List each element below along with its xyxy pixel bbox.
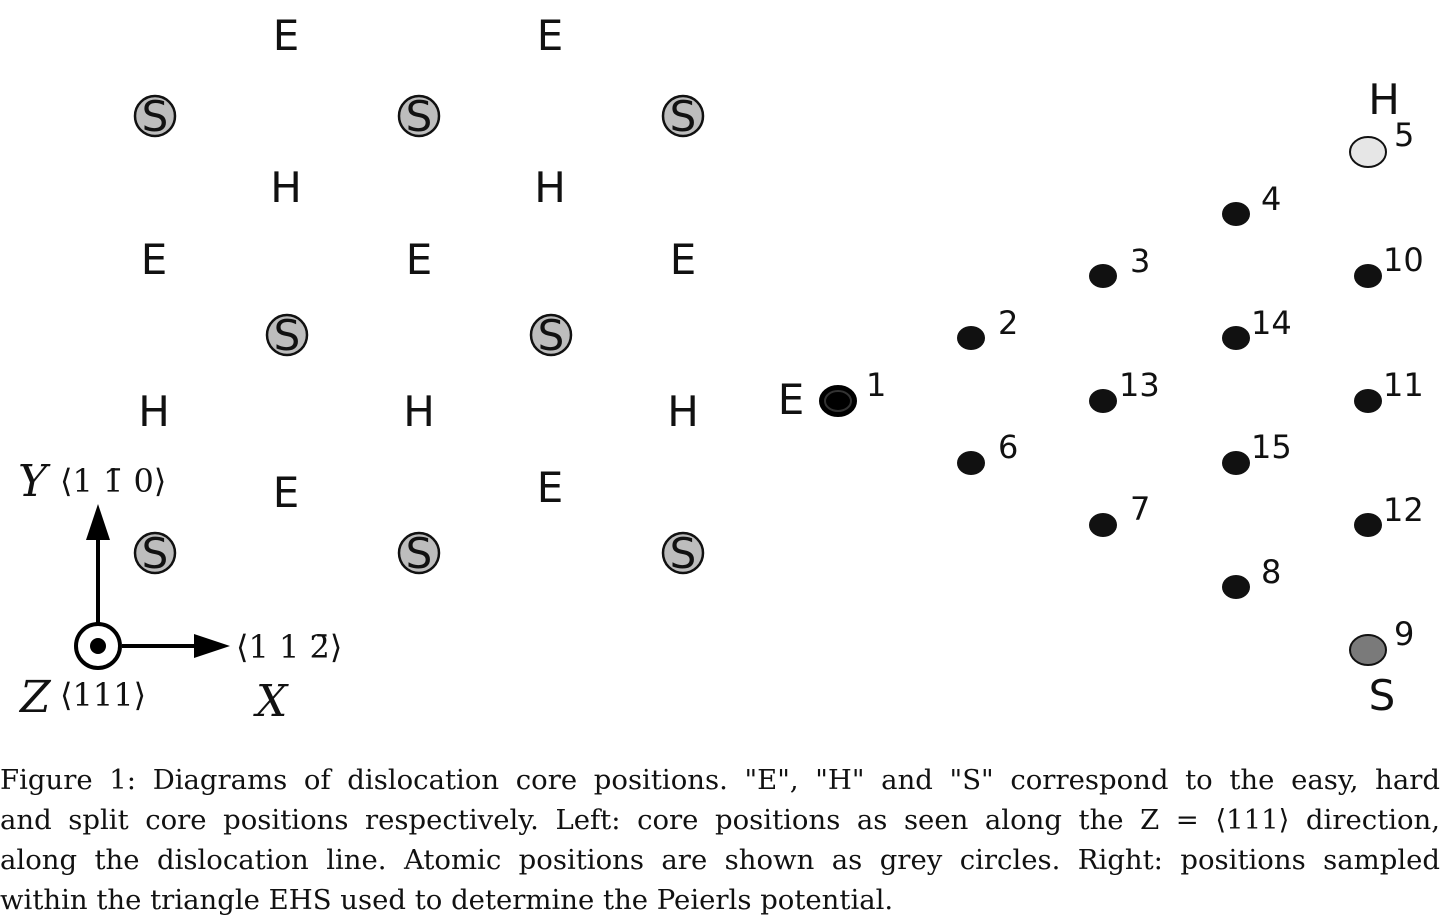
split-atom: S (133, 92, 177, 141)
caption-line: Figure 1: Diagrams of dislocation core p… (0, 764, 1440, 796)
corner-label-e: E (778, 375, 805, 424)
sample-point-label: 3 (1130, 242, 1150, 280)
y-axis-direction: ⟨1 1̄ 0⟩ (60, 462, 166, 500)
sample-point: 1 (819, 366, 886, 417)
arrow-right-icon (194, 634, 230, 658)
z-axis-direction: ⟨111⟩ (60, 676, 146, 714)
sample-point: 5 (1349, 116, 1414, 168)
sample-point: 14 (1222, 304, 1292, 350)
sample-point: 15 (1222, 428, 1292, 475)
hard-label: H (403, 387, 435, 436)
svg-text:S: S (406, 92, 433, 141)
sample-point-label: 11 (1383, 366, 1424, 404)
svg-text:S: S (670, 529, 697, 578)
sample-point-label: 13 (1119, 366, 1160, 404)
left-panel: E E E E E E E H H H H H S S S S S (18, 11, 705, 727)
axes-indicator: Y ⟨1 1̄ 0⟩ ⟨1 1 2̄⟩ X Z ⟨111⟩ (18, 456, 342, 727)
sample-point: 13 (1089, 366, 1160, 413)
sample-point-label: 9 (1394, 615, 1414, 653)
split-atom: S (265, 311, 309, 360)
sample-point-label: 5 (1394, 116, 1414, 154)
caption-line: along the dislocation line. Atomic posit… (0, 844, 1440, 876)
sample-point-label: 8 (1261, 553, 1281, 591)
sample-point: 3 (1089, 242, 1150, 288)
svg-text:S: S (142, 529, 169, 578)
sample-point-label: 1 (866, 366, 886, 404)
sample-point-label: 4 (1261, 180, 1281, 218)
figure-caption: Figure 1: Diagrams of dislocation core p… (0, 760, 1440, 920)
svg-text:S: S (274, 311, 301, 360)
caption-line: within the triangle EHS used to determin… (0, 884, 894, 916)
sample-point-label: 6 (998, 428, 1018, 466)
x-axis-direction: ⟨1 1 2̄⟩ (236, 628, 342, 666)
sample-point: 10 (1354, 241, 1424, 288)
corner-label-h: H (1368, 75, 1400, 124)
svg-text:S: S (406, 529, 433, 578)
caption-line: and split core positions respectively. L… (0, 804, 1440, 836)
easy-label: E (670, 235, 697, 284)
dislocation-figure: E E E E E E E H H H H H S S S S S (18, 11, 1424, 727)
sample-point-label: 15 (1251, 428, 1292, 466)
split-atom: S (661, 529, 705, 578)
sample-point-label: 10 (1383, 241, 1424, 279)
arrow-up-icon (86, 504, 110, 540)
hard-label: H (138, 387, 170, 436)
svg-text:S: S (142, 92, 169, 141)
svg-text:S: S (538, 311, 565, 360)
sample-point: 11 (1354, 366, 1424, 413)
sample-point: 2 (957, 304, 1018, 350)
sample-point: 9 (1349, 615, 1414, 666)
svg-text:S: S (670, 92, 697, 141)
sample-point-label: 14 (1251, 304, 1292, 342)
hard-label: H (270, 163, 302, 212)
easy-label: E (406, 235, 433, 284)
split-atom: S (397, 529, 441, 578)
split-atom: S (397, 92, 441, 141)
sample-point-label: 12 (1383, 491, 1424, 529)
hard-label: H (534, 163, 566, 212)
easy-label: E (537, 463, 564, 512)
right-panel: E H S 1 2 3 4 5 6 7 (778, 75, 1424, 720)
split-atom: S (529, 311, 573, 360)
easy-label: E (273, 468, 300, 517)
x-axis-name: X (253, 676, 289, 727)
sample-point: 12 (1354, 491, 1424, 537)
easy-label: E (537, 11, 564, 60)
split-atom: S (133, 529, 177, 578)
corner-label-s: S (1369, 671, 1396, 720)
sample-point-label: 2 (998, 304, 1018, 342)
sample-point-label: 7 (1130, 490, 1150, 528)
easy-label: E (273, 11, 300, 60)
z-axis-name: Z (18, 672, 52, 723)
sample-point: 4 (1222, 180, 1281, 226)
y-axis-name: Y (18, 456, 51, 507)
sample-point: 7 (1089, 490, 1150, 537)
sample-point: 8 (1222, 553, 1281, 599)
hard-label: H (667, 387, 699, 436)
sample-point: 6 (957, 428, 1018, 475)
easy-label: E (141, 235, 168, 284)
split-atom: S (661, 92, 705, 141)
